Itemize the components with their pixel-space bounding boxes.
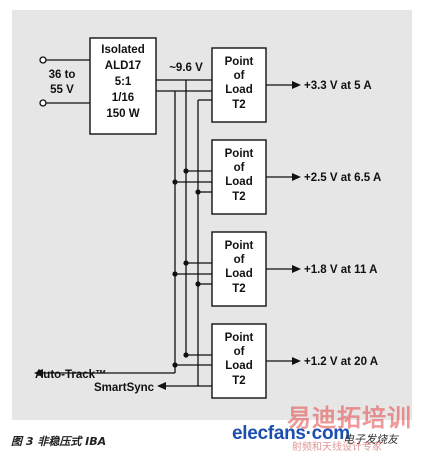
watermark-brand-sub: 电子发烧友 — [343, 433, 398, 446]
converter-line-2: ALD17 — [105, 60, 141, 72]
watermark-overlay-sub: 射频和天线设计专家 — [292, 442, 382, 453]
pol-box — [211, 323, 267, 399]
pol-label-line-3: Load — [225, 84, 252, 96]
pol-label-line-2: of — [234, 70, 245, 82]
bus-voltage-label: ~9.6 V — [169, 62, 203, 74]
pol-box — [211, 139, 267, 215]
output-arrow-icon — [292, 173, 301, 181]
output-label: +1.2 V at 20 A — [304, 356, 378, 368]
pol-label-line-1: Point — [225, 240, 254, 252]
pol-module-2: Point of Load T2 +2.5 V at 6.5 A — [211, 139, 381, 215]
pol-box — [211, 47, 267, 123]
converter-line-3: 5:1 — [115, 76, 132, 88]
junction-dot — [195, 281, 201, 287]
junction-dot — [195, 189, 201, 195]
pol-label-line-4: T2 — [232, 283, 245, 295]
converter-line-5: 150 W — [106, 108, 139, 120]
converter-box — [89, 37, 157, 135]
input-terminal-positive — [39, 56, 47, 64]
output-label: +2.5 V at 6.5 A — [304, 172, 381, 184]
isolated-converter-block: Isolated ALD17 5:1 1/16 150 W — [89, 37, 157, 135]
output-arrow-icon — [292, 81, 301, 89]
smartsync-label: SmartSync — [94, 382, 155, 394]
pol-label-line-1: Point — [225, 148, 254, 160]
pol-module-4: Point of Load T2 +1.2 V at 20 A — [211, 323, 378, 399]
pol-label-line-4: T2 — [232, 191, 245, 203]
converter-line-1: Isolated — [101, 44, 144, 56]
pol-label-line-4: T2 — [232, 375, 245, 387]
output-arrow-icon — [292, 357, 301, 365]
pol-label-line-1: Point — [225, 56, 254, 68]
watermark-brand: elecfans·com — [232, 423, 350, 444]
input-terminal-negative — [39, 99, 47, 107]
figure-caption: 图 3 非稳压式 IBA — [11, 435, 107, 448]
pol-label-line-1: Point — [225, 332, 254, 344]
smartsync-arrow-icon — [157, 382, 166, 390]
output-arrow-icon — [292, 265, 301, 273]
pol-label-line-2: of — [234, 346, 245, 358]
pol-label-line-4: T2 — [232, 99, 245, 111]
converter-line-4: 1/16 — [112, 92, 134, 104]
junction-dot — [172, 362, 178, 368]
input-voltage-line-2: 55 V — [50, 84, 74, 96]
junction-dot — [183, 260, 189, 266]
watermark-overlay-main: 易迪拓培训 — [287, 404, 412, 432]
junction-dot — [183, 352, 189, 358]
iba-block-diagram: 36 to 55 V Isolated ALD17 5:1 1/16 150 W… — [12, 10, 412, 420]
pol-module-3: Point of Load T2 +1.8 V at 11 A — [211, 231, 377, 307]
junction-dots — [172, 168, 201, 368]
autotrack-label: Auto-Track™ — [35, 369, 107, 381]
pol-box — [211, 231, 267, 307]
pol-label-line-3: Load — [225, 176, 252, 188]
input-terminals — [39, 56, 90, 107]
diagram-panel: 36 to 55 V Isolated ALD17 5:1 1/16 150 W… — [12, 10, 412, 420]
junction-dot — [172, 271, 178, 277]
output-label: +3.3 V at 5 A — [304, 80, 372, 92]
autotrack-arrow-icon — [34, 369, 43, 377]
output-label: +1.8 V at 11 A — [304, 264, 377, 276]
pol-label-line-2: of — [234, 254, 245, 266]
pol-label-line-2: of — [234, 162, 245, 174]
pol-label-line-3: Load — [225, 268, 252, 280]
pol-label-line-3: Load — [225, 360, 252, 372]
junction-dot — [183, 168, 189, 174]
input-voltage-line-1: 36 to — [49, 69, 76, 81]
junction-dot — [172, 179, 178, 185]
pol-module-1: Point of Load T2 +3.3 V at 5 A — [211, 47, 372, 123]
